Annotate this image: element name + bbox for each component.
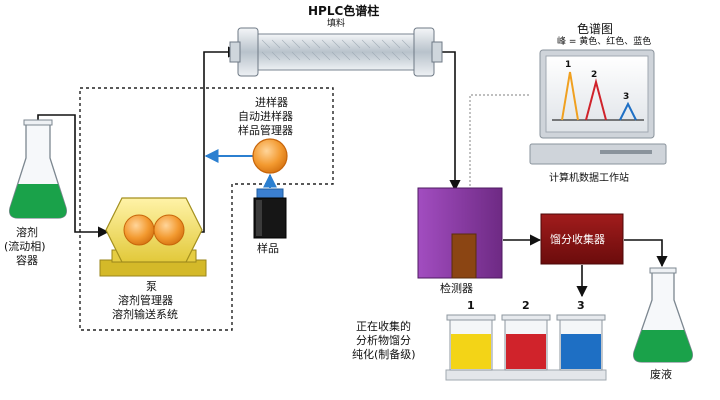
hplc-column <box>229 27 443 77</box>
fraction-number-1: 1 <box>467 299 475 312</box>
computer-workstation <box>529 49 667 165</box>
peak-blue <box>619 101 637 121</box>
fraction-collector <box>540 213 624 265</box>
fraction-number-3: 3 <box>577 299 585 312</box>
injector-label-1: 进样器 <box>255 96 288 109</box>
collector-label: 馏分收集器 <box>550 233 605 246</box>
flow-column-to-detector <box>436 51 461 192</box>
beaker-2 <box>501 314 551 371</box>
data-link-detector-workstation <box>469 94 530 190</box>
detector <box>417 187 503 279</box>
detector-label: 检测器 <box>440 282 473 295</box>
chromatogram-title: 色谱图 <box>577 22 614 36</box>
injector-label-2: 自动进样器 <box>238 110 293 123</box>
solvent-system-boundary <box>79 87 334 331</box>
solvent-flask <box>9 119 67 219</box>
injector <box>252 138 288 174</box>
waste-flask <box>633 267 693 363</box>
injector-label-3: 样品管理器 <box>238 124 293 137</box>
chromatogram-legend: 峰 = 黄色、红色、蓝色 <box>557 37 652 47</box>
pump-label-3: 溶剂输送系统 <box>112 308 178 321</box>
solvent-label-3: 容器 <box>16 254 38 267</box>
peak-red <box>585 78 607 121</box>
peak-yellow <box>561 71 579 121</box>
fraction-number-2: 2 <box>522 299 530 312</box>
waste-label: 废液 <box>650 368 672 381</box>
column-subtitle: 填料 <box>327 19 346 29</box>
peak-label-2: 2 <box>591 70 598 80</box>
column-title: HPLC色谱柱 <box>308 4 380 18</box>
collection-label-2: 分析物馏分 <box>356 334 411 347</box>
beaker-3 <box>556 314 606 371</box>
collection-label-1: 正在收集的 <box>356 320 411 333</box>
collection-tray <box>445 369 607 381</box>
pump-label-1: 泵 <box>146 280 157 293</box>
peak-label-3: 3 <box>623 92 630 102</box>
pump-label-2: 溶剂管理器 <box>118 294 173 307</box>
beaker-1 <box>446 314 496 371</box>
flow-collector-to-waste <box>624 239 668 268</box>
sample-vial <box>253 188 287 239</box>
solvent-label-2: (流动相) <box>4 240 46 253</box>
peak-label-1: 1 <box>565 60 572 70</box>
flow-pump-to-column <box>182 46 240 233</box>
pump <box>99 197 207 277</box>
sample-label: 样品 <box>257 242 279 255</box>
solvent-label-1: 溶剂 <box>16 226 38 239</box>
workstation-label: 计算机数据工作站 <box>549 173 629 184</box>
collection-label-3: 纯化(制备级) <box>352 348 416 361</box>
